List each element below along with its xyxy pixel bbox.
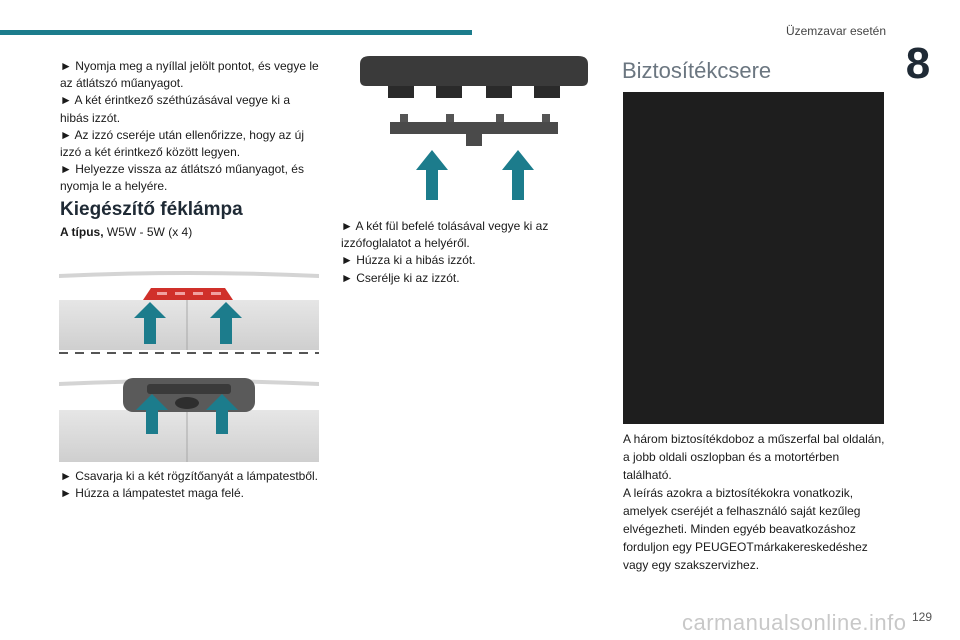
brake-lamp-figure-top	[59, 271, 319, 354]
step-text: ► Az izzó cseréje után ellenőrizze, hogy…	[60, 127, 305, 160]
up-arrow-icon	[206, 394, 238, 434]
lamp-connector	[175, 397, 199, 409]
step-text: ► A két fül befelé tolásával vegye ki az…	[341, 219, 549, 251]
watermark-text: carmanualsonline.info	[682, 610, 907, 635]
step-text: ► Csavarja ki a két rögzítőanyát a lámpa…	[60, 469, 318, 483]
step-text: ► Helyezze vissza az átlátszó műanyagot,…	[60, 162, 304, 194]
step-text: ► Húzza a lámpatestet maga felé.	[60, 486, 244, 501]
paragraph: A három biztosítékdoboz a műszerfal bal …	[623, 432, 885, 482]
bulb-holder-pins	[400, 114, 550, 122]
type-value: W5W - 5W (x 4)	[103, 225, 193, 239]
lamp-lenses	[157, 292, 221, 295]
brake-lamp-figure-bottom	[59, 378, 319, 462]
chapter-number: 8	[905, 39, 931, 88]
step-text: ► Cserélje ki az izzót.	[341, 270, 460, 285]
col1-steps-bottom: ► Csavarja ki a két rögzítőanyát a lámpa…	[60, 468, 324, 502]
roof-edge	[59, 271, 319, 278]
bulb-type-line: A típus, W5W - 5W (x 4)	[60, 224, 322, 241]
col1-steps-top: ► Nyomja meg a nyíllal jelölt pontot, és…	[60, 58, 322, 196]
bulb-holder-bar	[390, 122, 558, 134]
bulb-sockets	[388, 86, 560, 98]
up-arrow-icon	[210, 302, 242, 344]
lamp-housing	[360, 56, 588, 86]
col3-text: A három biztosítékdoboz a műszerfal bal …	[623, 430, 885, 574]
type-label: A típus,	[60, 225, 104, 239]
step-text: ► Húzza ki a hibás izzót.	[341, 253, 476, 268]
up-arrow-icon	[136, 394, 168, 434]
paragraph: A leírás azokra a biztosítékokra vonatko…	[623, 486, 868, 572]
up-arrow-icon	[502, 150, 534, 200]
roof-panel	[59, 410, 319, 462]
header-accent-bar	[0, 30, 472, 35]
up-arrow-icon	[134, 302, 166, 344]
page-number: 129	[911, 610, 932, 624]
lamp-slot	[147, 384, 231, 394]
fuse-figure-placeholder	[623, 92, 884, 424]
step-text: ► Nyomja meg a nyíllal jelölt pontot, és…	[60, 59, 319, 91]
section-title: Üzemzavar esetén	[785, 24, 886, 38]
section-heading-brake-light: Kiegészítő féklámpa	[60, 199, 243, 220]
brake-lamp-housing	[143, 288, 233, 300]
up-arrow-icon	[416, 150, 448, 200]
roof-panel	[59, 300, 319, 350]
bulb-holder-figure	[360, 56, 588, 200]
bulb-holder-tab	[466, 134, 482, 146]
section-heading-fuse: Biztosítékcsere	[622, 58, 772, 83]
step-text: ► A két érintkező széthúzásával vegye ki…	[60, 93, 290, 125]
col2-steps: ► A két fül befelé tolásával vegye ki az…	[341, 218, 587, 287]
